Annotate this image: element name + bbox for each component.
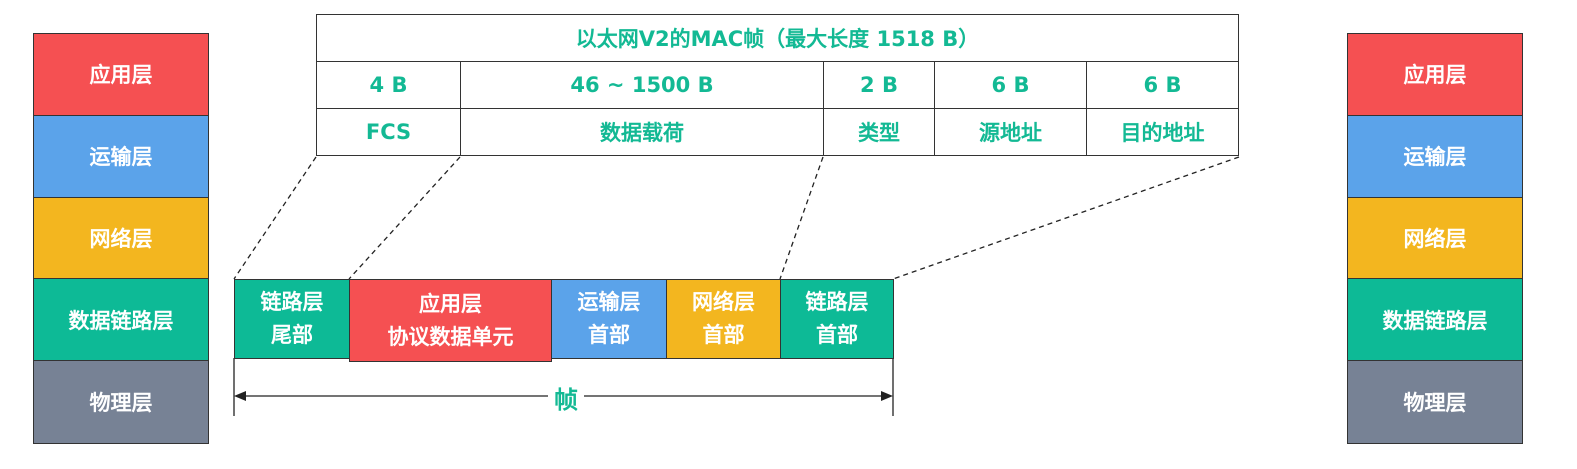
- field-fcs: FCS: [316, 108, 461, 156]
- right-protocol-stack: 应用层 运输层 网络层 数据链路层 物理层: [1347, 33, 1523, 444]
- mac-frame-table: 以太网V2的MAC帧（最大长度 1518 B） 4 B 46 ~ 1500 B …: [316, 14, 1239, 156]
- frame-link-header: 链路层首部: [780, 279, 894, 359]
- frame-transport-header: 运输层首部: [551, 279, 667, 359]
- frame-label: 帧: [548, 380, 584, 415]
- layer-application: 应用层: [34, 34, 208, 116]
- cell-line1: 链路层: [260, 290, 324, 315]
- frame-app-pdu: 应用层协议数据单元: [349, 279, 552, 362]
- layer-network: 网络层: [1348, 197, 1522, 280]
- dashed-line: [348, 156, 461, 280]
- mac-frame-title: 以太网V2的MAC帧（最大长度 1518 B）: [316, 14, 1239, 62]
- cell-line2: 首部: [816, 323, 858, 347]
- cell-line2: 协议数据单元: [387, 324, 514, 349]
- layer-transport: 运输层: [1348, 115, 1522, 198]
- field-payload: 数据载荷: [460, 108, 824, 156]
- field-src: 源地址: [934, 108, 1087, 156]
- field-type: 类型: [823, 108, 935, 156]
- frame-network-header: 网络层首部: [666, 279, 781, 359]
- layer-datalink: 数据链路层: [1348, 279, 1522, 362]
- left-protocol-stack: 应用层 运输层 网络层 数据链路层 物理层: [33, 33, 209, 444]
- layer-physical: 物理层: [34, 361, 208, 443]
- layer-application: 应用层: [1348, 34, 1522, 116]
- layer-physical: 物理层: [1348, 361, 1522, 443]
- size-type: 2 B: [823, 61, 935, 109]
- layer-datalink: 数据链路层: [34, 279, 208, 362]
- cell-line2: 尾部: [271, 323, 313, 347]
- layer-transport: 运输层: [34, 115, 208, 198]
- cell-line1: 应用层: [419, 291, 482, 316]
- cell-line2: 首部: [588, 323, 630, 347]
- arrow-head-right: [881, 391, 893, 401]
- frame-link-trailer: 链路层尾部: [234, 279, 350, 359]
- arrow-head-left: [234, 391, 246, 401]
- cell-line1: 链路层: [805, 290, 869, 315]
- size-payload: 46 ~ 1500 B: [460, 61, 824, 109]
- field-dst: 目的地址: [1086, 108, 1239, 156]
- cell-line1: 运输层: [577, 290, 641, 315]
- cell-line2: 首部: [702, 323, 745, 347]
- dashed-line: [779, 156, 824, 280]
- size-fcs: 4 B: [316, 61, 461, 109]
- layer-network: 网络层: [34, 197, 208, 280]
- cell-line1: 网络层: [692, 290, 755, 315]
- dashed-line: [892, 156, 1240, 280]
- dashed-line: [233, 156, 317, 280]
